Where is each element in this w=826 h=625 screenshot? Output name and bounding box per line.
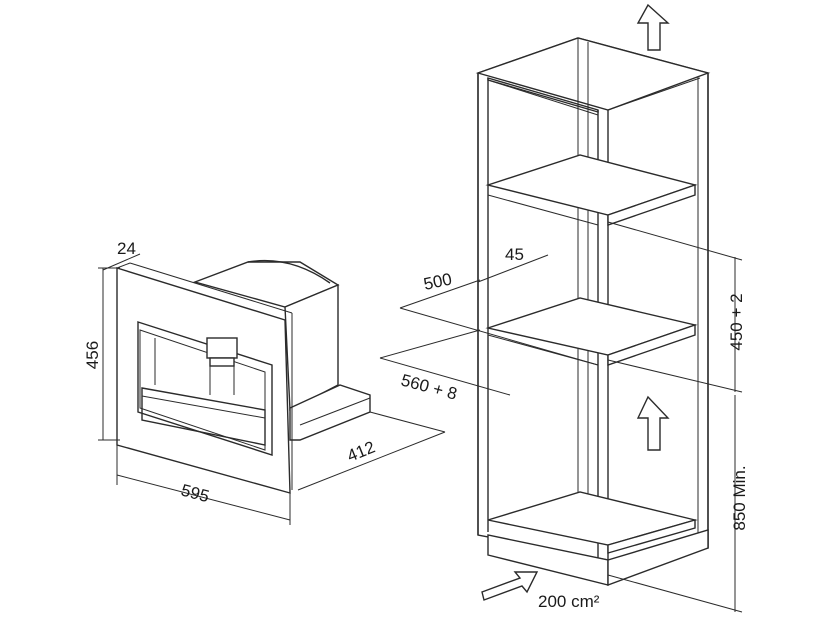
label-width: 595 xyxy=(179,481,211,507)
label-niche-depth: 500 xyxy=(422,269,454,293)
label-niche-offset: 45 xyxy=(505,245,524,264)
label-height: 456 xyxy=(83,341,102,369)
arrow-up-icon xyxy=(636,395,670,451)
dimension-height: 456 xyxy=(83,267,120,441)
label-vent-area: 200 cm² xyxy=(538,592,600,611)
arrow-up-icon xyxy=(636,3,670,51)
arrow-in-icon xyxy=(481,571,539,601)
label-frame-depth: 24 xyxy=(117,239,136,258)
dimension-frame-depth: 24 xyxy=(102,239,141,271)
cabinet xyxy=(475,37,711,587)
dimension-niche-height: 450 + 2 xyxy=(607,221,746,393)
label-niche-width: 560 + 8 xyxy=(399,371,459,404)
dimension-depth: 412 xyxy=(297,411,446,491)
dimension-niche-offset: 45 xyxy=(477,245,549,283)
dimension-niche-depth: 500 xyxy=(399,269,599,366)
dimension-min-height: 850 Min. xyxy=(607,395,749,613)
label-niche-height: 450 + 2 xyxy=(727,293,746,350)
coffee-machine xyxy=(116,259,371,494)
label-min-height: 850 Min. xyxy=(730,465,749,530)
label-depth: 412 xyxy=(344,437,377,465)
